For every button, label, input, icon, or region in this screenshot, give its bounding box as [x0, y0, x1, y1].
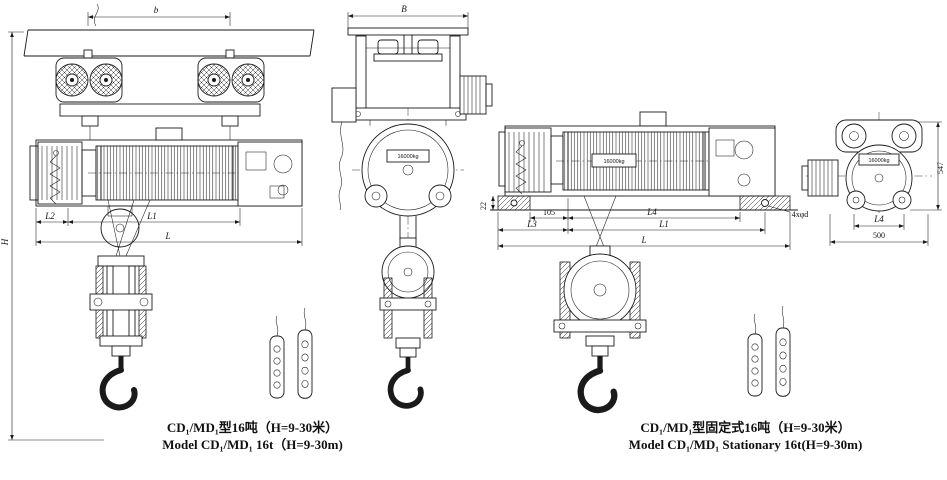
mounting-feet [490, 195, 798, 211]
right-front-view: 16000kg L4 500 547 [801, 112, 945, 246]
dim-label-l4-front: L4 [873, 214, 884, 224]
gearbox [708, 127, 776, 197]
right-figure-caption: CD₁/MD₁型固定式16吨（H=9-30米） Model CD₁/MD₁ St… [588, 419, 903, 453]
dim-label-l1: L1 [658, 219, 669, 229]
dim-label-l4: L4 [646, 207, 657, 217]
dimension-b: b [87, 5, 231, 26]
rating-plate-label: 16000kg [868, 158, 889, 164]
dimensions-right-side: 22 105 L4 L3 L1 L 4xφd [479, 196, 808, 250]
dim-label-bolt-holes: 4xφd [792, 210, 809, 219]
hook [391, 357, 421, 406]
dimension-B: B [347, 4, 469, 30]
dim-label-l1: L1 [146, 211, 157, 221]
upper-sheave [100, 205, 140, 248]
dim-label-l3: L3 [526, 219, 537, 229]
drum-housing-front: 16000kg [361, 123, 455, 217]
trolley-left [55, 49, 123, 103]
right-side-view: 16000kg 22 105 L4 L3 [479, 111, 808, 410]
pendant-control [269, 315, 285, 399]
hook-block [553, 245, 647, 410]
wire-ropes [583, 195, 617, 253]
dim-label-22: 22 [479, 202, 488, 210]
dimensions-left-side: L2 L1 L [35, 208, 303, 246]
rating-plate-label: 16000kg [603, 159, 624, 165]
trolley-wheel [55, 63, 89, 97]
dim-label-105: 105 [543, 208, 555, 217]
monorail-beam-section [347, 27, 469, 62]
dimension-height: H [0, 31, 104, 441]
limit-spring [49, 150, 61, 205]
pendant-control [747, 313, 763, 397]
hook-block-front [379, 237, 437, 406]
suspension-bracket [835, 119, 923, 153]
pendant-cable [338, 121, 344, 211]
hook-block [89, 255, 153, 407]
left-figure-caption: CD₁/MD₁型16吨（H=9-30米） Model CD₁/MD₁ 16t（H… [95, 419, 410, 453]
rating-plate: 16000kg [591, 153, 637, 168]
trolley-wheel [89, 63, 123, 97]
rating-plate-label: 16000kg [397, 154, 418, 160]
top-mount-box [639, 111, 667, 127]
dimensions-right-front: L4 500 547 [829, 121, 945, 246]
hoist-motor-front [801, 159, 839, 197]
rating-plate: 16000kg [858, 153, 900, 166]
left-caption-cn: CD₁/MD₁型16吨（H=9-30米） [166, 420, 339, 435]
left-front-view: B [331, 4, 493, 406]
hoist-body [29, 127, 303, 207]
wire-ropes [107, 199, 151, 257]
limit-spring [515, 140, 527, 195]
hook [581, 356, 615, 410]
dim-label-500: 500 [873, 231, 885, 240]
control-box [331, 87, 357, 211]
hoist-body: 16000kg [498, 125, 776, 197]
left-side-view: L2 L1 L b H [0, 3, 315, 441]
suspension-crossbar [59, 103, 261, 140]
drum-housing-front: 16000kg [845, 144, 913, 212]
hoist-motor [498, 127, 552, 193]
dim-label-b: b [154, 5, 159, 15]
rating-plate: 16000kg [386, 149, 430, 163]
pendant-control [297, 307, 313, 399]
pendant-control [775, 305, 791, 397]
power-cable [94, 3, 99, 27]
dim-label-height: H [0, 238, 10, 246]
dim-label-547: 547 [936, 162, 945, 174]
dim-label-B: B [401, 4, 407, 14]
right-caption-cn: CD₁/MD₁型固定式16吨（H=9-30米） [640, 420, 851, 435]
hook [103, 356, 135, 407]
trolley-wheel [197, 63, 231, 97]
right-caption-en: Model CD₁/MD₁ Stationary 16t(H=9-30m) [628, 437, 863, 452]
rope-drum [95, 145, 239, 201]
trolley-right [197, 49, 265, 103]
dim-label-l: L [164, 231, 170, 241]
wire-ropes-front [399, 216, 417, 240]
runway-beam [23, 29, 315, 57]
gearbox [237, 141, 303, 207]
dim-label-l: L [640, 235, 646, 245]
hoist-motor-front [459, 75, 493, 115]
dim-label-l2: L2 [44, 211, 55, 221]
trolley-wheel [231, 63, 265, 97]
left-caption-en: Model CD₁/MD₁ 16t（H=9-30m) [162, 437, 343, 452]
electric-box [155, 127, 183, 141]
